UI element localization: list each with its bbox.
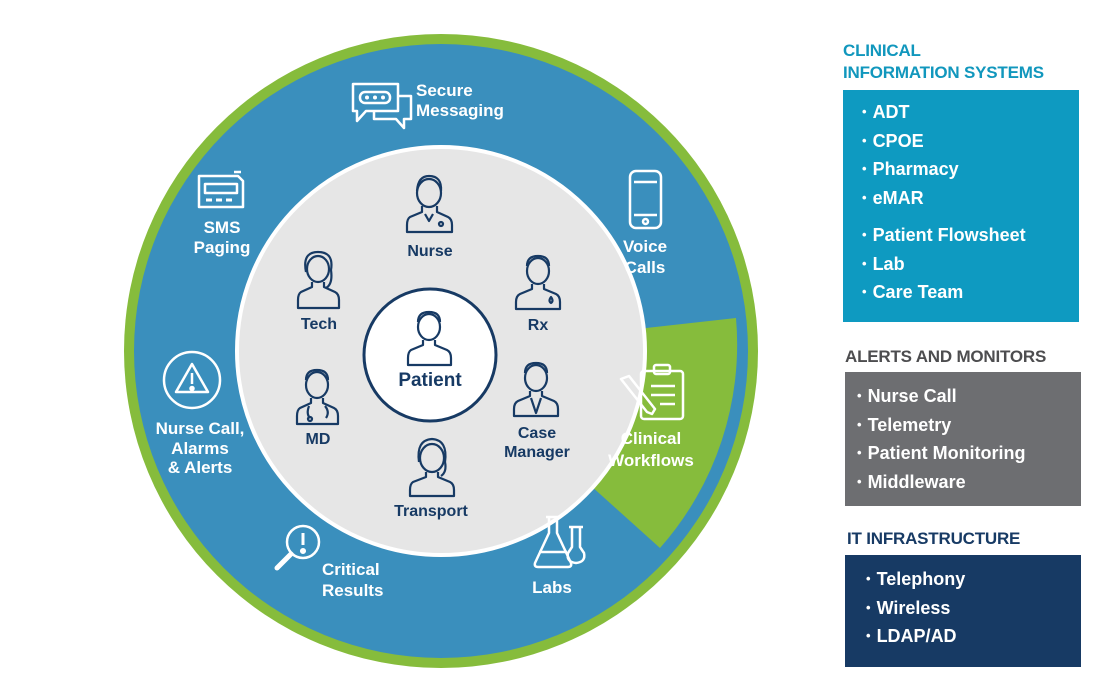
it-infrastructure-title: IT INFRASTRUCTURE xyxy=(847,529,1021,548)
panel-title-line: INFORMATION SYSTEMS xyxy=(843,63,1044,82)
alerts-and-monitors-title: ALERTS AND MONITORS xyxy=(845,347,1047,366)
transport-label: Transport xyxy=(394,503,468,520)
panel-title-line: CLINICAL xyxy=(843,41,921,60)
list-item: ADT xyxy=(862,99,1079,128)
case-manager-label: Manager xyxy=(504,444,570,461)
list-item: Nurse Call xyxy=(857,383,1081,412)
labs-label: Labs xyxy=(532,578,572,597)
secure-messaging-label: Secure xyxy=(416,81,473,100)
patient-center-circle xyxy=(362,287,498,423)
list-item: Patient Flowsheet xyxy=(862,222,1079,251)
list-item: Care Team xyxy=(862,279,1079,308)
secure-messaging-label: Messaging xyxy=(416,101,504,120)
nurse-icon xyxy=(405,174,454,234)
sms-paging-label: SMS xyxy=(204,218,241,237)
critical-results-label: Results xyxy=(322,581,383,600)
alerts-and-monitors-panel: Nurse Call Telemetry Patient Monitoring … xyxy=(845,372,1081,506)
tech-icon xyxy=(296,250,341,310)
patient-icon xyxy=(406,310,453,367)
patient-label: Patient xyxy=(398,370,462,391)
magnifier-exclamation-icon xyxy=(274,524,321,571)
smartphone-icon xyxy=(628,169,663,230)
md-icon xyxy=(295,368,340,426)
list-item: eMAR xyxy=(862,185,1079,214)
clinical-information-systems-title: CLINICAL INFORMATION SYSTEMS xyxy=(843,40,1093,84)
list-item: Telephony xyxy=(866,566,1081,595)
clinical-workflows-label: Clinical xyxy=(621,429,681,448)
nurse-call-alarms-label: Alarms xyxy=(171,439,229,458)
voice-calls-label: Calls xyxy=(625,258,666,277)
list-item: Pharmacy xyxy=(862,156,1079,185)
warning-triangle-icon xyxy=(162,350,222,410)
nurse-call-alarms-label: Nurse Call, xyxy=(156,419,245,438)
sms-paging-label: Paging xyxy=(194,238,251,257)
clinical-workflows-label: Workflows xyxy=(608,451,694,470)
list-item: Middleware xyxy=(857,469,1081,498)
list-item: Telemetry xyxy=(857,412,1081,441)
pager-icon xyxy=(197,170,245,209)
lab-flasks-icon xyxy=(533,515,586,569)
clinical-information-systems-panel: ADT CPOE Pharmacy eMAR Patient Flowsheet… xyxy=(843,90,1079,322)
nurse-call-alarms-label: & Alerts xyxy=(168,458,233,477)
list-item: Wireless xyxy=(866,595,1081,624)
list-item: Lab xyxy=(862,251,1079,280)
tech-label: Tech xyxy=(301,316,337,333)
voice-calls-label: Voice xyxy=(623,237,667,256)
care-wheel-diagram: Secure Messaging Voice Calls Clinical Wo… xyxy=(124,34,758,668)
case-manager-label: Case xyxy=(518,425,556,442)
it-infrastructure-panel: Telephony Wireless LDAP/AD xyxy=(845,555,1081,667)
nurse-label: Nurse xyxy=(407,243,452,260)
pharmacist-icon xyxy=(514,254,562,311)
critical-results-label: Critical xyxy=(322,560,380,579)
rx-label: Rx xyxy=(528,317,549,334)
clipboard-pen-icon xyxy=(619,363,685,421)
list-item: CPOE xyxy=(862,128,1079,157)
case-manager-icon xyxy=(512,361,560,418)
chat-bubbles-icon xyxy=(351,82,413,130)
list-item: LDAP/AD xyxy=(866,623,1081,652)
list-item: Patient Monitoring xyxy=(857,440,1081,469)
md-label: MD xyxy=(306,431,331,448)
transport-icon xyxy=(408,437,456,498)
